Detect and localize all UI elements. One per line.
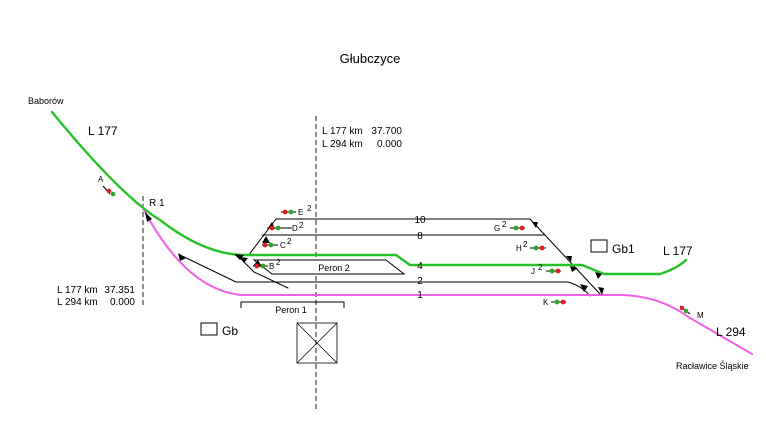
switch-markers [145, 212, 604, 295]
marker-r1: R 1 [149, 198, 165, 209]
signal-d-label: D [292, 224, 298, 233]
station-tracks [179, 218, 601, 297]
km-top-km-1: 37.700 [371, 126, 402, 137]
track-10 [247, 218, 601, 295]
signal-j[interactable]: J 2 [531, 263, 561, 276]
platform-1 [240, 301, 345, 308]
signal-j-sup: 2 [538, 263, 543, 272]
signal-e-sup: 2 [307, 204, 312, 213]
km-left-line-2: L 294 km [57, 297, 98, 308]
signal-k[interactable]: K [543, 298, 566, 307]
signal-b[interactable]: B 2 [253, 258, 281, 271]
switch-r1 [145, 212, 152, 222]
signal-b-sup: 2 [276, 258, 281, 267]
km-left-km-1: 37.351 [104, 285, 135, 296]
track-4-number: 4 [417, 261, 423, 272]
line-177-right-label: L 177 [663, 244, 693, 258]
signal-c-sup: 2 [287, 237, 292, 246]
track-1-number: 1 [417, 290, 423, 301]
signal-e[interactable]: E 2 [281, 204, 312, 217]
track-2-number: 2 [417, 276, 423, 287]
line-177-left-label: L 177 [88, 124, 118, 138]
signal-a[interactable]: A [98, 175, 116, 197]
signal-e-label: E [298, 208, 303, 217]
signal-h[interactable]: H 2 [516, 240, 546, 253]
km-left-line-1: L 177 km [57, 285, 98, 296]
signal-g-label: G [494, 224, 500, 233]
signal-k-label: K [543, 298, 549, 307]
signal-h-sup: 2 [523, 240, 528, 249]
signal-box-gb-label: Gb [222, 324, 238, 338]
line-177-track [50, 110, 688, 276]
km-top-km-2: 0.000 [377, 139, 402, 150]
signal-b-label: B [269, 262, 274, 271]
signal-j-label: J [531, 267, 535, 276]
signal-box-gb: Gb [200, 322, 238, 338]
signal-g[interactable]: G 2 [494, 220, 525, 233]
signal-m[interactable]: M [679, 305, 704, 320]
place-raclawice: Racławice Śląskie [676, 360, 749, 371]
station-title: Głubczyce [340, 51, 401, 66]
line-294-label: L 294 [716, 325, 746, 339]
signal-g-sup: 2 [502, 220, 507, 229]
signal-box-gb1: Gb1 [590, 239, 635, 256]
km-top-line-2: L 294 km [322, 139, 363, 150]
km-top-line-1: L 177 km [322, 126, 363, 137]
signal-c[interactable]: C 2 [262, 237, 292, 250]
station-building [296, 322, 338, 364]
km-left-km-2: 0.000 [110, 297, 135, 308]
signal-c-label: C [280, 241, 286, 250]
signal-a-label: A [98, 175, 104, 184]
signal-d[interactable]: D 2 [267, 221, 304, 233]
platform-2 [252, 259, 406, 275]
platform-1-label: Peron 1 [275, 305, 307, 315]
platform-2-label: Peron 2 [318, 263, 350, 273]
signal-d-sup: 2 [299, 221, 304, 230]
track-10-number: 10 [414, 215, 426, 226]
signal-h-label: H [516, 244, 522, 253]
signal-m-label: M [697, 311, 704, 320]
track-8-number: 8 [417, 231, 423, 242]
place-baborow: Baborów [28, 96, 64, 106]
track-2 [179, 254, 591, 297]
signal-box-gb1-label: Gb1 [612, 242, 635, 256]
line-294-track [141, 205, 753, 355]
